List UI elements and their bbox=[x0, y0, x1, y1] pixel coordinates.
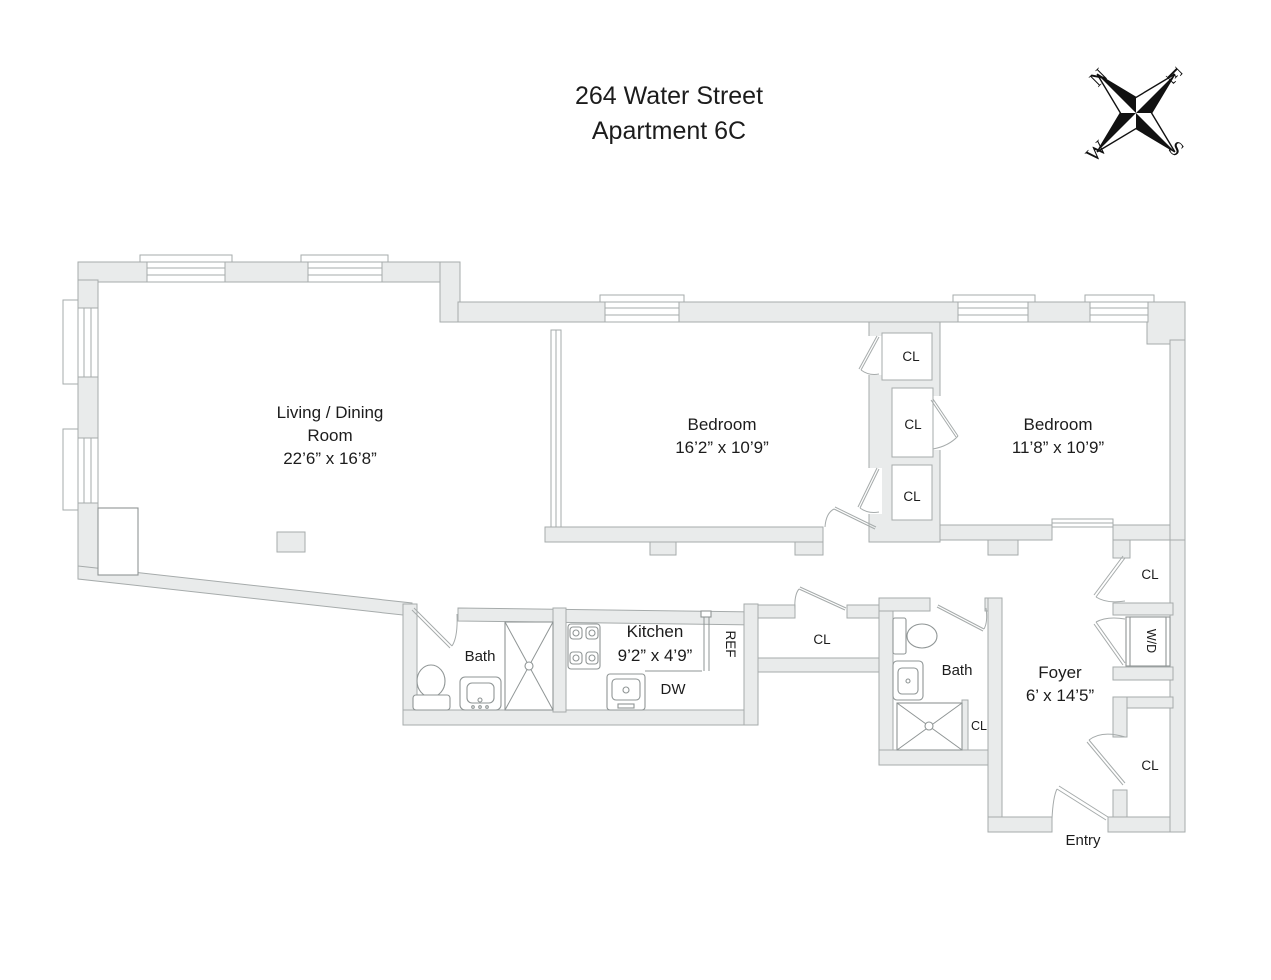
washer-dryer-icon bbox=[1125, 616, 1171, 667]
hall-closet-door bbox=[794, 586, 847, 611]
hall-closet-label: CL bbox=[813, 632, 831, 647]
bath2-sink-icon bbox=[892, 660, 924, 701]
page-title-line1: 264 Water Street bbox=[575, 82, 763, 110]
foyer-closet-bottom-door bbox=[1086, 733, 1126, 786]
sliding-doors bbox=[550, 329, 1114, 528]
foyer-closet-top-door bbox=[1093, 555, 1126, 603]
entry-label: Entry bbox=[1065, 832, 1101, 849]
foyer-label: Foyer bbox=[1038, 663, 1082, 682]
living-dining-label-line1: Living / Dining bbox=[277, 403, 384, 422]
column bbox=[276, 531, 306, 553]
closet1-label: CL bbox=[902, 349, 920, 364]
foyer-closet-bottom-label: CL bbox=[1141, 758, 1159, 773]
window bbox=[77, 437, 99, 504]
bath1-door bbox=[411, 607, 458, 649]
window bbox=[1089, 301, 1149, 323]
living-dining-label-line2: Room bbox=[307, 426, 352, 445]
bedroom1-label: Bedroom bbox=[688, 415, 757, 434]
bedroom2-dims: 11’8” x 10’9” bbox=[1012, 438, 1105, 457]
refrigerator-divider bbox=[700, 610, 712, 671]
window bbox=[957, 301, 1029, 323]
bedroom1-door bbox=[824, 506, 877, 530]
toilet-icon bbox=[412, 664, 451, 711]
bedroom1-dims: 16’2” x 10’9” bbox=[675, 438, 769, 457]
closet2-label: CL bbox=[904, 417, 922, 432]
bath2-label: Bath bbox=[942, 662, 973, 679]
closet1-door bbox=[858, 335, 880, 375]
window bbox=[146, 261, 226, 283]
bath1-sink-icon bbox=[459, 676, 502, 711]
kitchen-sink-icon bbox=[606, 673, 646, 711]
bedroom2-label: Bedroom bbox=[1024, 415, 1093, 434]
washer-dryer-door bbox=[1093, 617, 1126, 666]
walls bbox=[77, 261, 1186, 833]
corner-recess bbox=[97, 507, 139, 576]
window bbox=[307, 261, 383, 283]
closet3-door bbox=[857, 467, 880, 513]
foyer-closet-top-label: CL bbox=[1141, 567, 1159, 582]
kitchen-dims: 9’2” x 4’9” bbox=[618, 646, 693, 665]
closet3-label: CL bbox=[903, 489, 921, 504]
window bbox=[604, 301, 680, 323]
bath1-shower-icon bbox=[504, 621, 554, 711]
sliding-door bbox=[550, 329, 562, 528]
dishwasher-label: DW bbox=[661, 681, 687, 698]
bath2-shower-icon bbox=[896, 702, 963, 751]
pocket-door bbox=[1051, 518, 1114, 528]
title-block: 264 Water Street Apartment 6C bbox=[575, 82, 763, 145]
room-labels: Living / Dining Room 22’6” x 16’8” Bedro… bbox=[277, 349, 1160, 849]
bath2-closet-label: CL bbox=[971, 719, 987, 733]
bath2-door bbox=[936, 604, 988, 632]
page-title-line2: Apartment 6C bbox=[592, 117, 746, 145]
window bbox=[77, 307, 99, 378]
closet2-door bbox=[930, 398, 959, 450]
kitchen-label: Kitchen bbox=[627, 622, 684, 641]
compass-rose-icon: N E S W bbox=[1081, 62, 1189, 167]
refrigerator-label: REF bbox=[723, 631, 738, 658]
entry-door bbox=[1051, 785, 1109, 821]
bath2-toilet-icon bbox=[892, 617, 938, 655]
foyer-dims: 6’ x 14’5” bbox=[1026, 686, 1095, 705]
fixtures bbox=[412, 610, 1171, 751]
doors bbox=[411, 335, 1126, 821]
windows bbox=[62, 254, 1155, 511]
stove-icon bbox=[567, 623, 601, 670]
washer-dryer-label: W/D bbox=[1144, 629, 1158, 653]
bath1-label: Bath bbox=[465, 648, 496, 665]
living-dining-dims: 22’6” x 16’8” bbox=[283, 449, 377, 468]
